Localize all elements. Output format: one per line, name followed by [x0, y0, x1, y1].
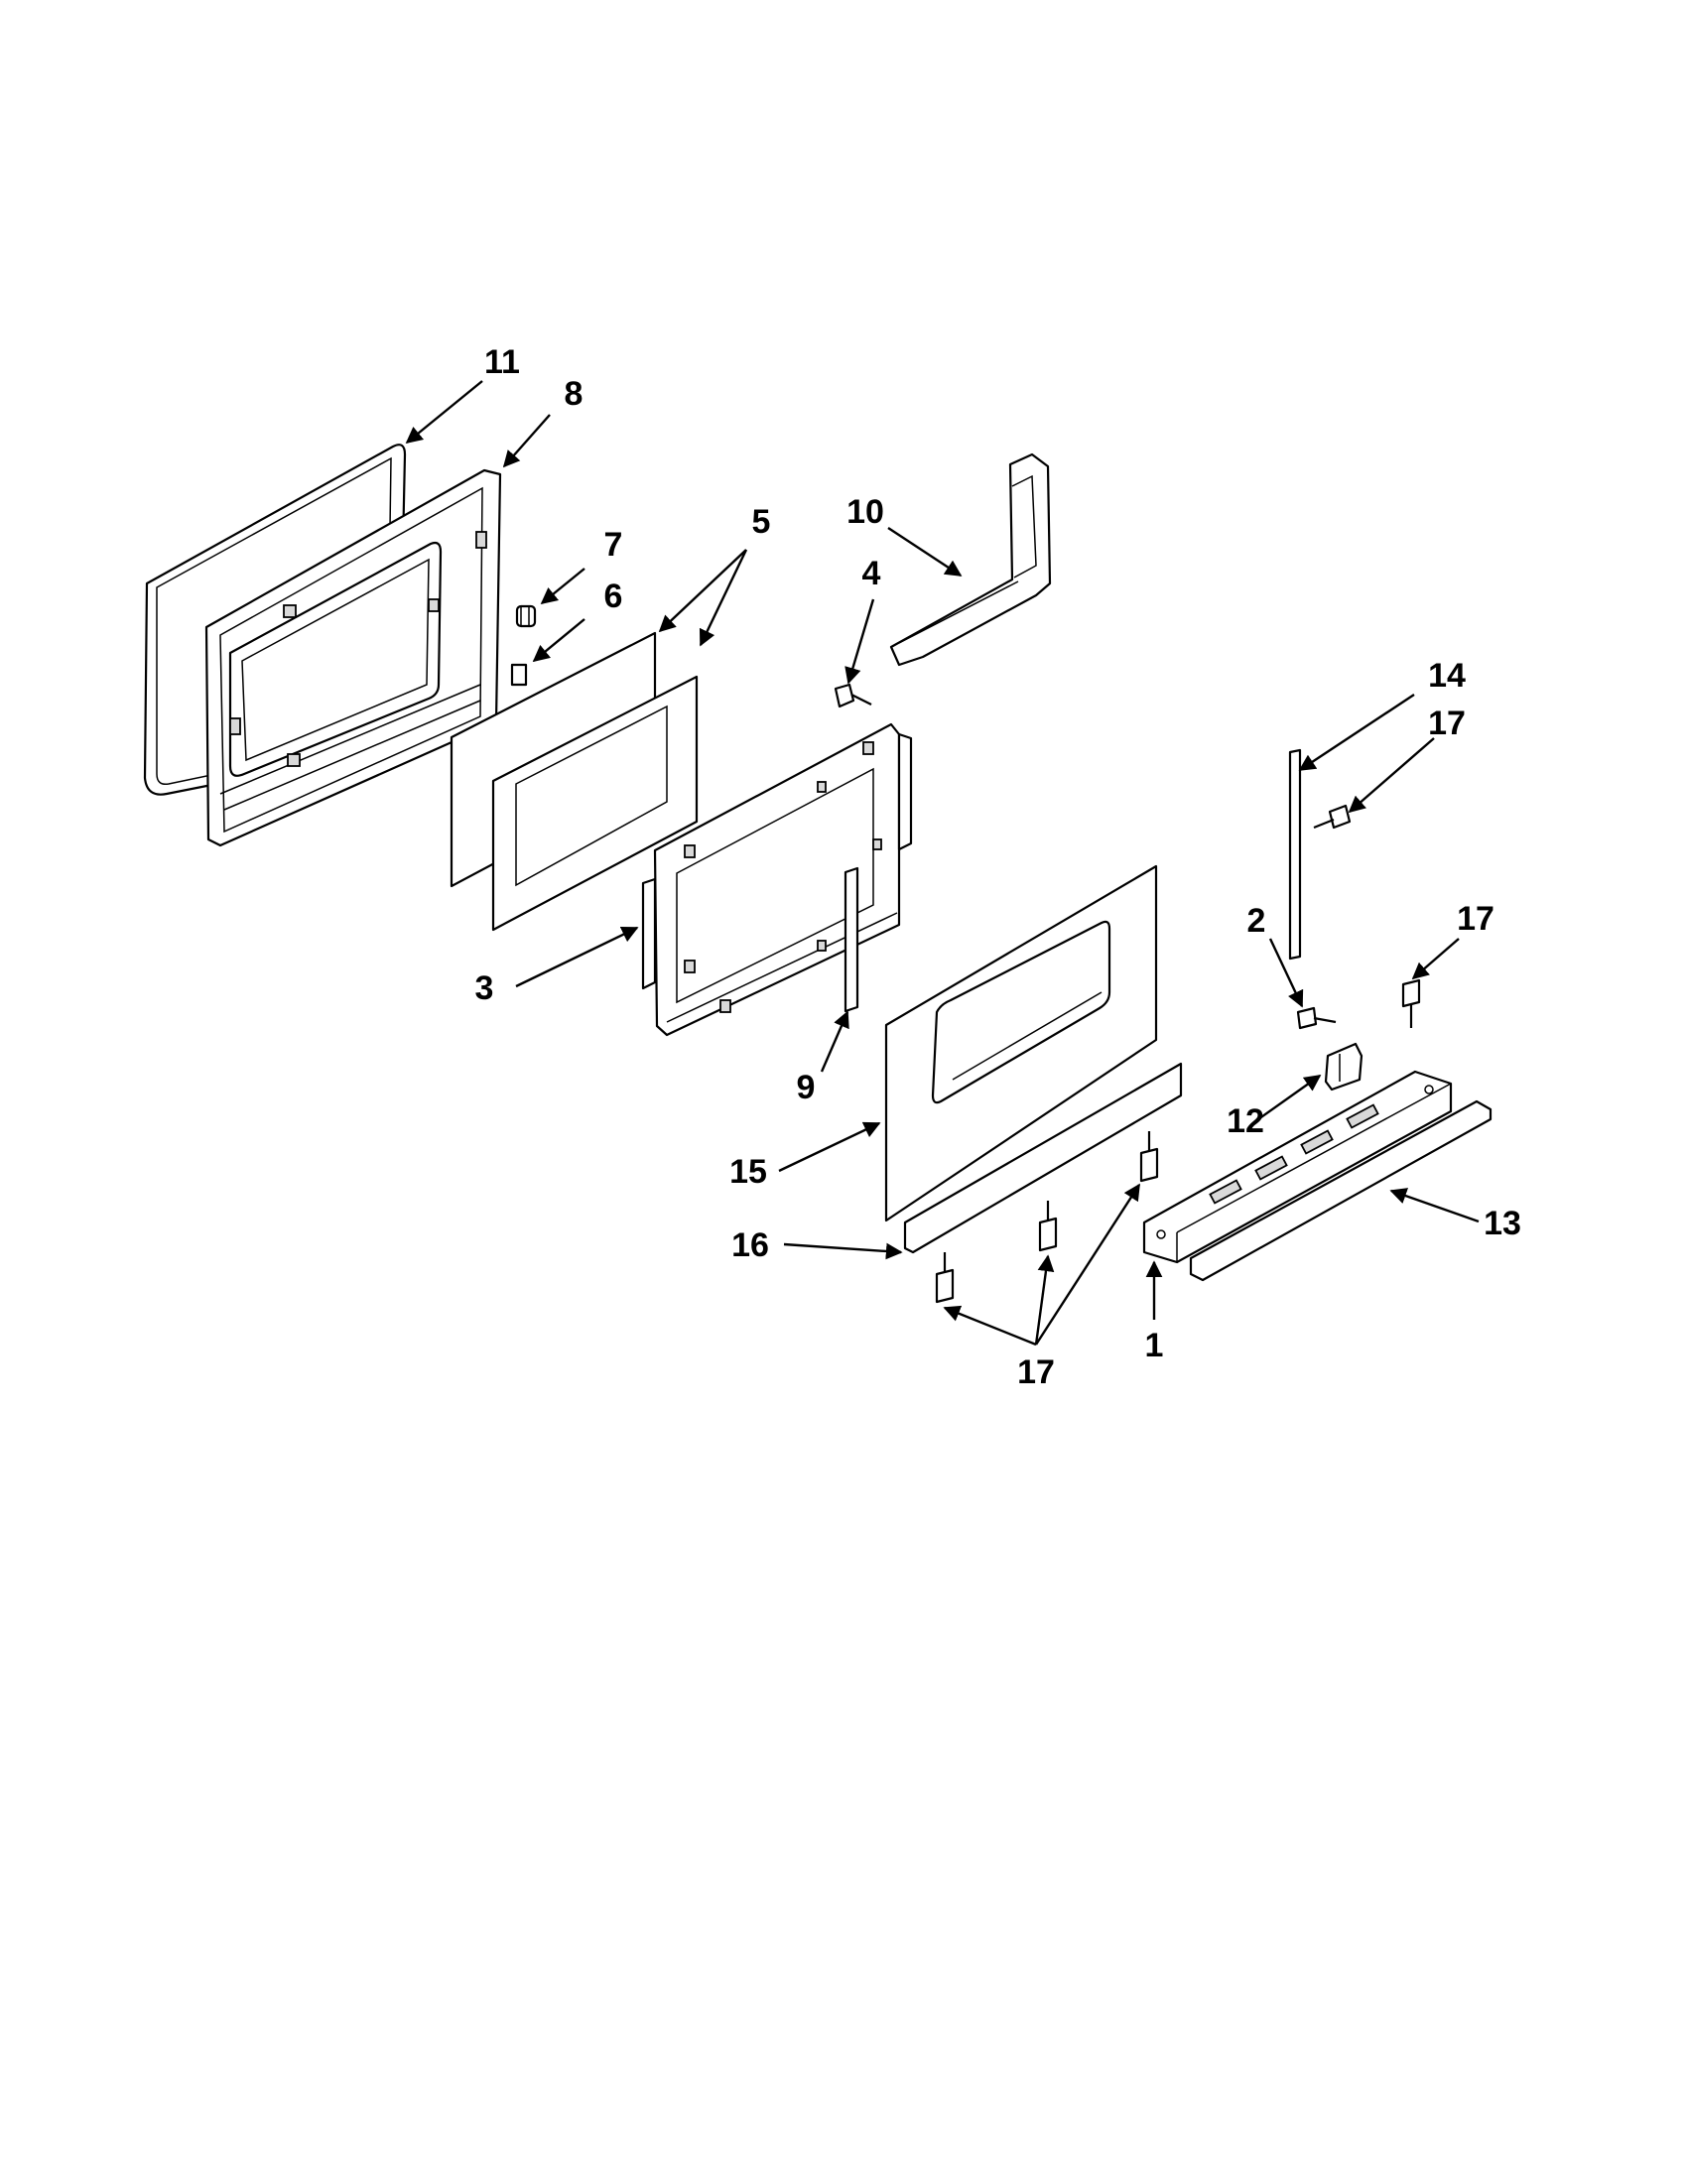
part-8-inner-door	[204, 468, 502, 847]
callout-4: 4	[862, 555, 881, 592]
part-7-bushing	[515, 604, 537, 628]
callout-17b: 17	[1457, 900, 1494, 938]
callout-6: 6	[604, 578, 623, 615]
part-17-screw-right	[1313, 804, 1352, 830]
callout-13: 13	[1484, 1205, 1521, 1242]
leader-lines	[405, 380, 1480, 1347]
part-15-outer-panel	[884, 864, 1158, 1222]
callout-12: 12	[1227, 1102, 1264, 1140]
callout-labels: 11 8 7 6 5 10 4 14 17 2 17 3 9 12 15 13 …	[475, 343, 1521, 1391]
callout-2: 2	[1247, 902, 1266, 940]
callout-15: 15	[729, 1153, 767, 1191]
part-9-side-strip	[844, 866, 859, 1013]
callout-7: 7	[604, 526, 623, 564]
part-17-screws-lower	[935, 1131, 1159, 1304]
part-10-vent-duct	[889, 452, 1052, 667]
part-2-screw	[1296, 1006, 1337, 1030]
callout-5: 5	[752, 503, 771, 541]
callout-17a: 17	[1428, 705, 1466, 742]
part-4-screw	[834, 683, 872, 708]
callout-14: 14	[1428, 657, 1466, 695]
callout-3: 3	[475, 969, 494, 1007]
callout-17c: 17	[1017, 1353, 1055, 1391]
part-16-trim	[903, 1062, 1183, 1254]
callout-8: 8	[565, 375, 584, 413]
callout-10: 10	[846, 493, 884, 531]
part-14-hinge-bar	[1288, 748, 1302, 961]
callout-11: 11	[484, 343, 520, 381]
part-1-vent-panel	[1142, 1070, 1453, 1264]
part-17-screw-top	[1401, 978, 1421, 1028]
part-3-door-frame	[641, 722, 913, 1037]
callout-1: 1	[1145, 1327, 1164, 1364]
callout-16: 16	[731, 1226, 769, 1264]
part-12-bracket	[1324, 1042, 1363, 1092]
part-6-clip	[510, 663, 528, 687]
part-13-vent-trim	[1189, 1099, 1493, 1282]
callout-9: 9	[797, 1069, 816, 1106]
part-5-door-glass	[450, 631, 699, 932]
